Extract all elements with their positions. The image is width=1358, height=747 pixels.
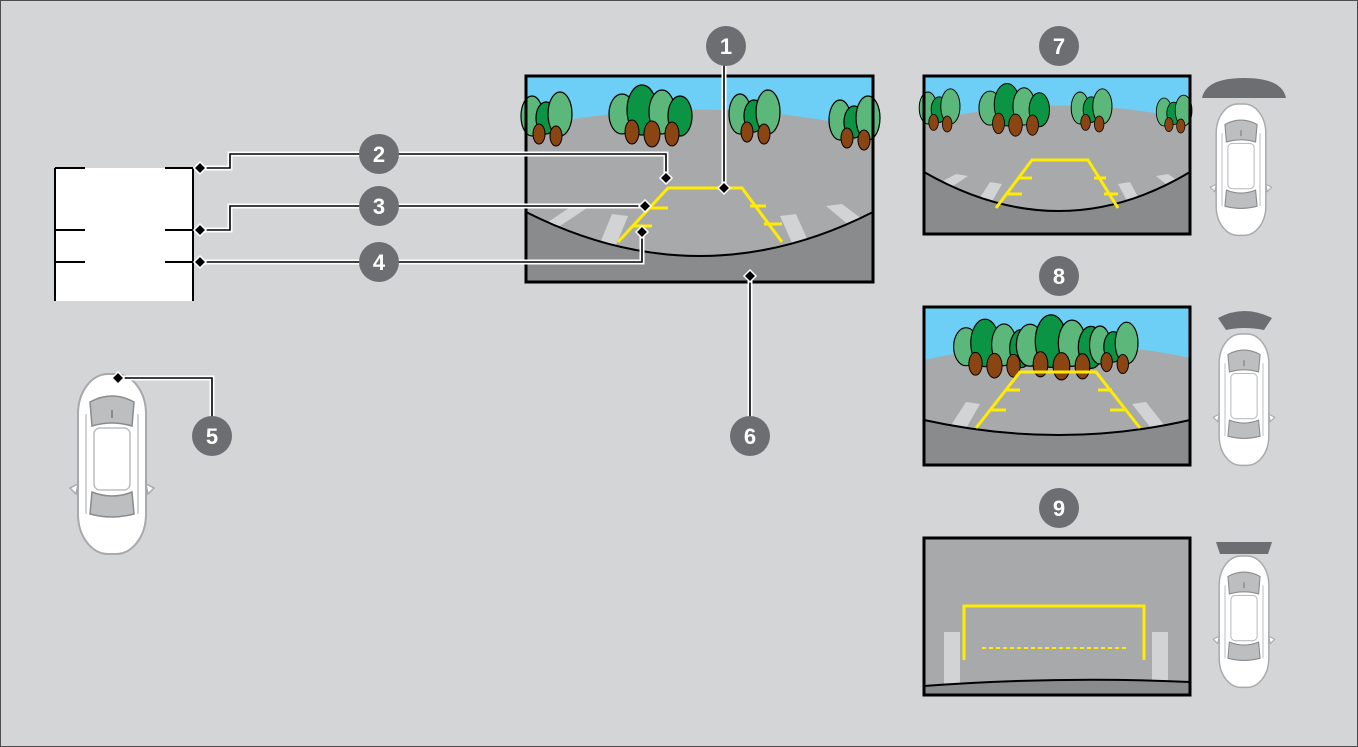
svg-text:3: 3	[373, 194, 385, 219]
label-panel	[54, 167, 194, 301]
callout-6: 6	[730, 416, 770, 456]
normal-view-coverage-icon	[1212, 311, 1276, 467]
main-rear-camera-view	[520, 74, 881, 284]
callout-2: 2	[359, 134, 399, 174]
svg-text:9: 9	[1053, 496, 1065, 521]
callout-8: 8	[1039, 256, 1079, 296]
svg-text:1: 1	[720, 34, 732, 59]
top-down-view-coverage-icon	[1212, 542, 1276, 689]
wide-view-coverage-icon	[1202, 78, 1286, 237]
wide-view	[918, 74, 1193, 236]
svg-text:5: 5	[206, 424, 218, 449]
callout-5: 5	[192, 416, 232, 456]
svg-text:4: 4	[373, 250, 386, 275]
normal-view	[922, 305, 1192, 467]
callout-9: 9	[1039, 488, 1079, 528]
vehicle-top-view	[69, 373, 155, 555]
svg-text:8: 8	[1053, 264, 1065, 289]
leader-endpoints	[110, 160, 758, 386]
svg-text:2: 2	[373, 142, 385, 167]
leader-lines-core	[118, 46, 751, 436]
callout-3: 3	[359, 186, 399, 226]
top-down-view	[922, 536, 1192, 697]
svg-text:7: 7	[1053, 34, 1065, 59]
callout-4: 4	[359, 242, 399, 282]
svg-text:6: 6	[744, 424, 756, 449]
callout-7: 7	[1039, 26, 1079, 66]
callout-1: 1	[706, 26, 746, 66]
